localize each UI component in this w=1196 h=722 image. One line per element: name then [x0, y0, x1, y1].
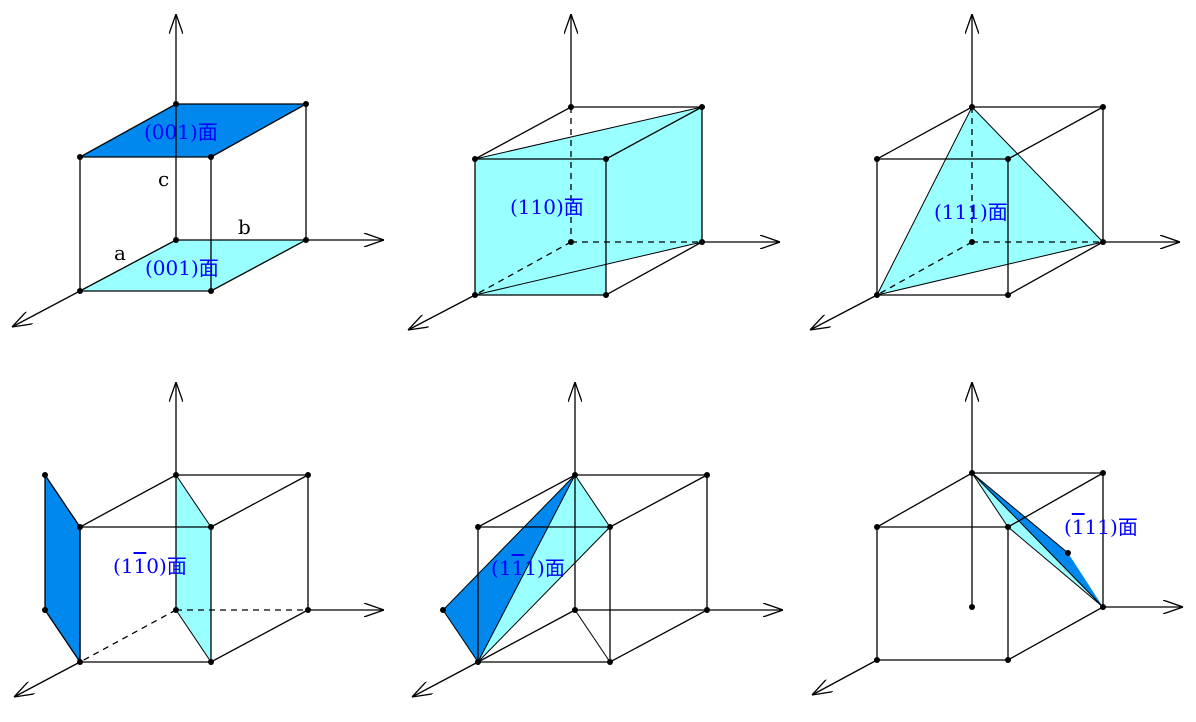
panel-1bar11: (111)面 [412, 382, 783, 697]
axis-label-a: a [114, 241, 126, 265]
plane-001-top [80, 104, 306, 157]
label-001-top: (001)面 [144, 120, 218, 144]
plane-1bar11-back [478, 475, 610, 662]
axis-x [412, 661, 479, 697]
panel-001: a b c (001)面 (001)面 [12, 14, 384, 327]
hidden-edges [477, 609, 707, 663]
axis-label-b: b [238, 215, 251, 239]
plane-001-bottom [80, 240, 306, 291]
panel-bar111: (111)面 [812, 382, 1183, 695]
label-111: (111)面 [934, 200, 1008, 224]
cube-vertices [42, 472, 311, 665]
plane-1bar11-front [443, 475, 575, 662]
cube-vertices [77, 101, 309, 294]
label-110: (110)面 [510, 195, 584, 219]
panel-110: (110)面 [408, 14, 780, 330]
label-bar111: (111)面 [1064, 515, 1138, 539]
cube-vertices [472, 104, 705, 298]
axis-x [14, 661, 81, 697]
axis-x [812, 659, 878, 695]
cube-vertices [874, 104, 1106, 298]
panel-1bar10: (110)面 [14, 382, 384, 697]
plane-110-front [475, 159, 606, 295]
plane-1bar10-inner [176, 475, 211, 662]
hidden-edges [876, 107, 1103, 296]
label-001-bottom: (001)面 [145, 256, 219, 280]
cube-vertices [440, 472, 710, 665]
label-1bar10: (110)面 [113, 554, 187, 578]
cube-edges [876, 472, 1104, 661]
hidden-edges [79, 609, 308, 663]
label-1bar11: (111)面 [491, 556, 565, 580]
axis-x [12, 239, 177, 327]
panel-111: (111)面 [810, 14, 1180, 330]
axis-x [408, 294, 476, 330]
plane-111 [877, 107, 1103, 295]
axis-x [810, 294, 878, 330]
plane-1bar10-outer [45, 475, 80, 662]
cube-vertices [874, 470, 1106, 663]
hidden-edges [474, 107, 702, 296]
axis-label-c: c [158, 167, 169, 191]
